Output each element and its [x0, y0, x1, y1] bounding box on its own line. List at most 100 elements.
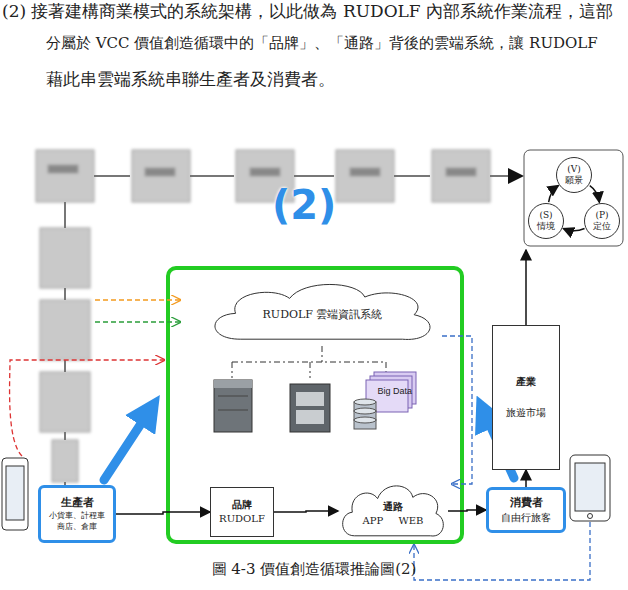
decoration — [294, 175, 334, 177]
connector — [590, 186, 600, 203]
decoration — [218, 396, 248, 397]
decoration — [94, 175, 130, 177]
node-title: 消費者 — [510, 496, 543, 510]
node-content: (V)願景 — [557, 158, 591, 192]
decoration — [336, 150, 394, 202]
cycle-circle: (V)願景 — [556, 157, 592, 193]
decoration — [95, 299, 180, 300]
decoration — [575, 463, 605, 511]
node-content: 通路APP WEB — [338, 480, 448, 542]
db-disk — [354, 408, 376, 414]
node-title: 通路 — [383, 501, 403, 514]
node-title: 產業 — [516, 376, 536, 389]
node-title: 生產者 — [61, 496, 94, 510]
connector — [549, 186, 559, 203]
callout-arrows — [104, 410, 514, 480]
decoration — [290, 384, 330, 432]
process-box: 產業旅遊市場 — [492, 325, 560, 470]
node-text: 定位 — [593, 221, 611, 232]
node-text: 自由行旅客 — [501, 512, 551, 525]
decoration — [2, 458, 28, 530]
cloud-shape — [343, 486, 444, 536]
db-disk — [354, 417, 376, 423]
decoration — [145, 168, 175, 176]
node-text: 旅遊市場 — [506, 407, 546, 420]
decoration — [132, 150, 190, 202]
decoration — [64, 288, 66, 300]
node-text: 小貨車、計程車 商店、倉庫 — [45, 511, 109, 532]
decoration — [442, 336, 472, 484]
decoration — [250, 168, 280, 176]
decoration — [588, 514, 593, 519]
node-title: RUDOLF 雲端資訊系統 — [263, 308, 383, 322]
decoration — [214, 380, 252, 432]
connector — [525, 470, 527, 487]
cloud-node: 通路APP WEB — [338, 480, 448, 542]
dashed-flows — [10, 300, 590, 580]
node-title: (P) — [595, 210, 608, 221]
node-text: 情境 — [537, 221, 555, 232]
dash-dot-links — [232, 346, 386, 378]
decoration — [10, 360, 164, 456]
node-content: (P)定位 — [585, 204, 619, 238]
decoration — [214, 380, 252, 388]
decoration — [95, 321, 180, 322]
blurred-boxes — [36, 150, 490, 482]
decoration — [570, 455, 610, 521]
node-text: APP WEB — [363, 515, 424, 528]
connector — [563, 228, 584, 230]
decoration — [64, 432, 66, 440]
cycle-frame — [524, 150, 623, 246]
decoration — [190, 175, 234, 177]
cycle-circle: (S)情境 — [528, 203, 564, 239]
node-content: 產業旅遊市場 — [493, 326, 559, 469]
node-content: (S)情境 — [529, 204, 563, 238]
decoration — [52, 440, 78, 482]
process-box: 品牌RUDOLF — [210, 487, 274, 537]
decoration — [36, 150, 94, 202]
connector — [274, 511, 338, 512]
decoration — [350, 168, 380, 176]
node-content: RUDOLF 雲端資訊系統 — [205, 278, 440, 346]
system-boundary — [168, 268, 462, 542]
industry-to-cycle-arrow — [525, 250, 527, 325]
node-content: 生產者小貨車、計程車 商店、倉庫 — [41, 488, 113, 540]
db-disk — [354, 399, 376, 405]
node-title: (S) — [539, 210, 552, 221]
figure-caption: 圖 4-3 價值創造循環推論圖(2) — [212, 560, 417, 579]
decoration — [232, 346, 386, 378]
process-box: 生產者小貨車、計程車 商店、倉庫 — [38, 485, 116, 543]
node-content: Big Data — [350, 370, 420, 434]
decoration — [432, 150, 490, 202]
body-text: 分屬於 VCC 價值創造循環中的「品牌」、「通路」背後的雲端系統，讓 RUDOL… — [46, 34, 598, 53]
decoration — [104, 410, 150, 480]
top-chain-arrows — [65, 176, 522, 485]
decoration — [64, 202, 66, 228]
decoration — [48, 165, 78, 173]
bigdata-icon — [350, 370, 420, 434]
connector — [448, 510, 486, 511]
decoration — [446, 168, 476, 176]
node-title: 品牌 — [232, 499, 252, 512]
callout-number: (2) — [272, 182, 336, 228]
decoration — [40, 300, 90, 360]
node-text: RUDOLF — [219, 513, 265, 526]
process-box: 消費者自由行旅客 — [486, 487, 566, 533]
server-icons — [214, 380, 330, 432]
decoration — [394, 175, 430, 177]
data-store: Big Data — [350, 370, 420, 434]
decoration — [64, 360, 66, 372]
node-content: 品牌RUDOLF — [211, 488, 273, 536]
cloud-node: RUDOLF 雲端資訊系統 — [205, 278, 440, 346]
decoration — [40, 228, 90, 288]
body-text: (2) 接著建構商業模式的系統架構，以此做為 RUDOLF 內部系統作業流程，這… — [2, 0, 613, 23]
node-title: Big Data — [377, 386, 412, 397]
cycle-circle: (P)定位 — [584, 203, 620, 239]
connector — [116, 512, 210, 514]
decoration — [218, 410, 248, 411]
decoration — [40, 372, 90, 432]
node-title: (V) — [567, 164, 581, 175]
decoration — [296, 410, 324, 424]
node-text: 願景 — [565, 175, 583, 186]
